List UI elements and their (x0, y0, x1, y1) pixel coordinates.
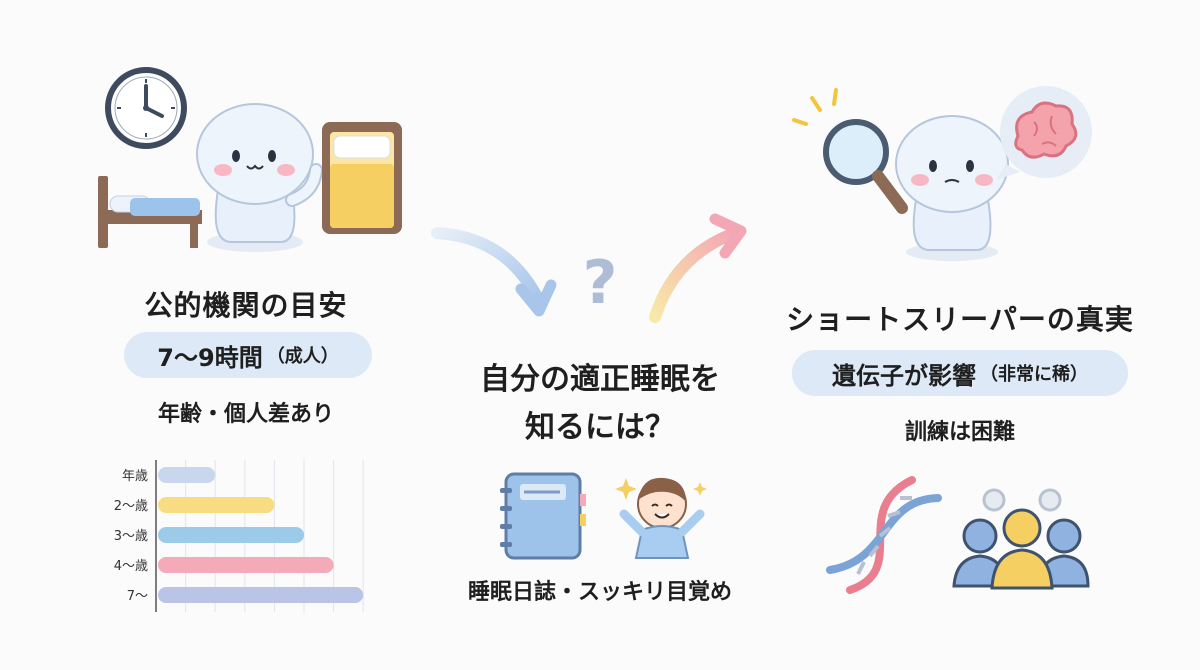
left-pill-main: 7〜9時間 (157, 343, 263, 372)
center-illustration (500, 472, 707, 560)
sparkle-lines (792, 88, 838, 126)
mascot-character-thinking (895, 115, 1009, 261)
arrow-down-right-icon (431, 227, 557, 317)
left-pill-sub: （成人） (266, 346, 339, 367)
people-group-icon (952, 488, 1090, 590)
right-bottom-illustration (826, 476, 1090, 594)
bar-label-1: 2〜歳 (114, 499, 148, 514)
right-heading: ショートスリーパーの真実 (786, 303, 1134, 336)
center-title: 自分の適正睡眠を 知るには？ (430, 356, 770, 452)
brain-thought-bubble-icon (996, 86, 1092, 180)
right-pill: 遺伝子が影響 （非常に稀） (792, 350, 1128, 396)
flow-arrows (431, 213, 747, 323)
magnifier-icon (823, 119, 908, 214)
left-note: 年齢・個人差あり (157, 402, 334, 427)
left-pill: 7〜9時間 （成人） (124, 332, 372, 378)
notebook-icon (500, 472, 586, 560)
question-mark: ? (582, 248, 618, 318)
center-title-line2: 知るには？ (525, 410, 675, 445)
center-caption: 睡眠日誌・スッキリ目覚め (467, 580, 732, 605)
bar-label-3: 4〜歳 (114, 559, 148, 574)
right-illustration (792, 86, 1092, 261)
bar-2 (158, 527, 304, 543)
mascot-character (196, 103, 323, 252)
happy-child-icon (615, 477, 707, 559)
bar-0 (158, 467, 216, 483)
bar-1 (158, 497, 275, 513)
left-heading: 公的機関の目安 (144, 289, 348, 322)
right-pill-main: 遺伝子が影響 (832, 361, 976, 390)
big-bed-icon (322, 122, 402, 234)
bar-label-4: 7〜 (127, 589, 148, 604)
right-note: 訓練は困難 (904, 420, 1015, 445)
left-illustration (98, 67, 402, 252)
center-title-line1: 自分の適正睡眠を (480, 362, 720, 397)
bar-label-2: 3〜歳 (114, 529, 148, 544)
arrow-up-right-icon (649, 213, 747, 323)
bed-icon (98, 176, 202, 248)
right-pill-sub: （非常に稀） (980, 364, 1088, 385)
bar-3 (158, 557, 334, 573)
age-sleep-bar-chart: 年歳 2〜歳 3〜歳 4〜歳 7〜 (114, 460, 364, 612)
dna-icon (826, 476, 942, 594)
bar-label-0: 年歳 (122, 469, 148, 484)
bar-4 (158, 587, 364, 603)
clock-icon (105, 67, 187, 149)
